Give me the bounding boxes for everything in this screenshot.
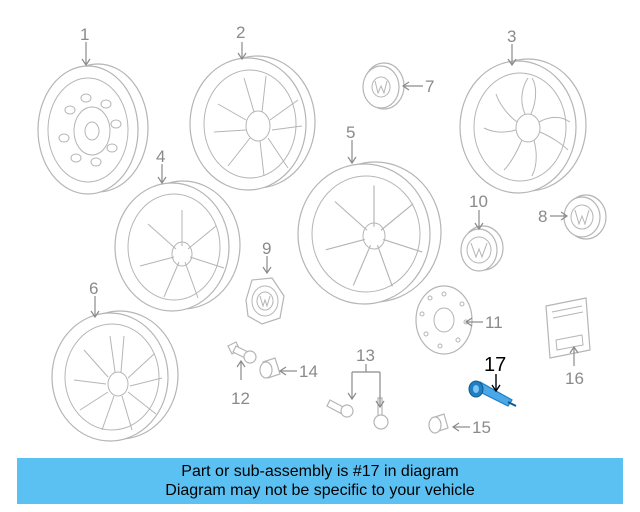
callout-1: 1 (80, 25, 89, 44)
callout-numbers: 1 2 3 4 5 6 7 8 9 10 11 12 13 14 15 16 1… (80, 23, 584, 437)
leader-lines (81, 42, 579, 432)
callout-12: 12 (231, 389, 250, 408)
callout-17: 17 (484, 354, 506, 376)
callout-7: 7 (425, 77, 434, 96)
wheel-bolt-12[interactable] (227, 341, 257, 364)
callout-5: 5 (346, 123, 355, 142)
center-cap-7[interactable] (362, 62, 405, 110)
alloy-wheel-3[interactable] (459, 58, 587, 194)
tire-label-16[interactable] (545, 297, 591, 359)
callout-9: 9 (262, 239, 271, 258)
callout-13: 13 (356, 346, 375, 365)
alloy-wheel-4[interactable] (114, 180, 241, 312)
callout-8: 8 (538, 207, 547, 226)
steel-wheel-1[interactable] (37, 63, 149, 195)
bolt-set-13[interactable] (326, 397, 389, 430)
center-cap-8[interactable] (563, 194, 607, 240)
alloy-wheel-6[interactable] (51, 310, 179, 442)
wheel-nut-15[interactable] (428, 413, 449, 434)
callout-10: 10 (469, 192, 488, 211)
banner-line-2: Diagram may not be specific to your vehi… (165, 482, 475, 499)
callout-16: 16 (565, 369, 584, 388)
callout-2: 2 (236, 23, 245, 42)
parts-diagram: 1 2 3 4 5 6 7 8 9 10 11 12 13 14 15 16 1… (37, 23, 607, 442)
callout-3: 3 (507, 27, 516, 46)
callout-4: 4 (156, 147, 165, 166)
callout-15: 15 (472, 418, 491, 437)
hub-cover-11[interactable] (415, 285, 473, 355)
callout-14: 14 (299, 362, 318, 381)
info-banner: Part or sub-assembly is #17 in diagram D… (17, 458, 623, 504)
center-cap-10[interactable] (460, 225, 504, 272)
callout-6: 6 (89, 279, 98, 298)
alloy-wheel-5[interactable] (297, 161, 442, 305)
banner-line-1: Part or sub-assembly is #17 in diagram (181, 463, 459, 480)
alloy-wheel-2[interactable] (189, 55, 316, 191)
center-cap-9[interactable] (245, 277, 285, 325)
valve-stem-17[interactable] (468, 380, 517, 407)
callout-11: 11 (485, 313, 503, 332)
wheel-nut-14[interactable] (259, 357, 281, 379)
